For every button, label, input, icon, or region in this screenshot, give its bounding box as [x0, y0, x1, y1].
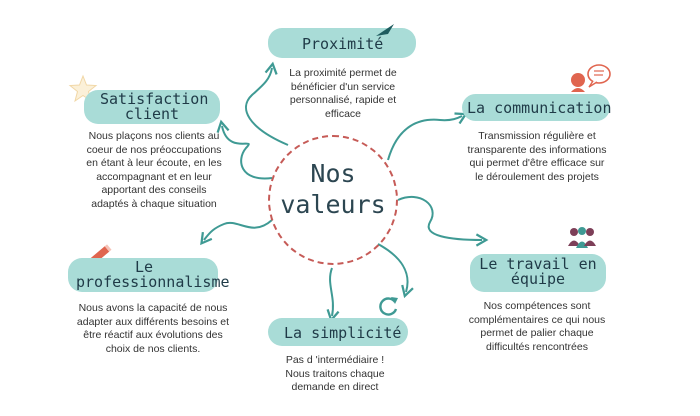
satisfaction-title: Satisfaction client	[100, 90, 209, 123]
professionnalisme-title: Le professionnalisme	[76, 258, 230, 291]
proximite-title: Proximité	[302, 35, 384, 53]
refresh-icon	[379, 297, 398, 316]
arrow-to-satisfaction	[216, 119, 273, 180]
communication-text: Transmission régulière et transparente d…	[467, 130, 607, 183]
arrow-to-proximite	[245, 61, 289, 146]
travail-title-line2: équipe	[510, 270, 566, 288]
center-title-line2: valeurs	[280, 190, 386, 219]
arrow-wavy-down	[326, 267, 340, 323]
professionnalisme-pill	[68, 258, 218, 292]
speech-bubbles-icon	[571, 64, 611, 92]
communication-pill	[462, 94, 610, 121]
professionnalisme-title-line1: Le	[134, 258, 154, 276]
arrow-to-professionnalisme	[200, 219, 273, 246]
star-icon	[68, 74, 98, 103]
satisfaction-title-line1: Satisfaction	[100, 90, 209, 108]
travail-text: Nos compétences sont complémentaires ce …	[468, 300, 606, 353]
satisfaction-title-line2: client	[124, 105, 180, 123]
arrow-to-communication	[387, 112, 468, 161]
communication-title: La communication	[467, 99, 612, 117]
professionnalisme-text: Nous avons la capacité de nous adapter a…	[76, 302, 230, 355]
proximite-pill	[268, 28, 416, 58]
proximite-text: La proximité permet de bénéficier d'un s…	[289, 67, 397, 120]
travail-pill	[470, 254, 606, 292]
center-title-line1: Nos	[310, 159, 356, 188]
simplicite-pill	[268, 318, 408, 346]
simplicite-title: La simplicité	[284, 324, 402, 342]
center-title: Nos valeurs	[268, 158, 398, 220]
travail-title: Le travail en équipe	[476, 257, 600, 287]
travail-title-line1: Le travail en	[479, 255, 597, 273]
arrow-flag-icon	[376, 24, 394, 36]
satisfaction-text: Nous plaçons nos clients au coeur de nos…	[86, 130, 222, 210]
arrow-to-simplicite	[377, 243, 414, 299]
arrow-to-travail	[397, 195, 489, 247]
team-icon	[568, 227, 596, 248]
simplicite-text: Pas d 'intermédiaire ! Nous traitons cha…	[285, 354, 385, 393]
professionnalisme-title-line2: professionnalisme	[76, 273, 230, 291]
satisfaction-pill	[84, 90, 220, 124]
center-circle	[268, 135, 398, 265]
